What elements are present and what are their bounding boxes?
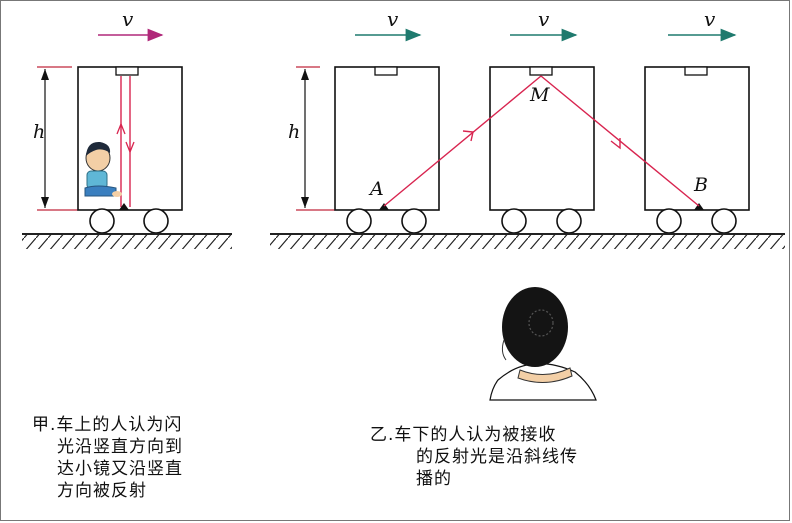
- caption-left-line-1: 甲.车上的人认为闪: [32, 415, 183, 435]
- caption-left-line-3: 达小镜又沿竖直: [57, 459, 183, 479]
- right-scene: v v v h: [270, 7, 785, 249]
- mirror: [684, 66, 708, 76]
- train-car-2: [489, 66, 595, 234]
- wheel: [556, 208, 582, 234]
- velocity-arrow-2: v: [510, 7, 578, 42]
- point-b-label: B: [693, 174, 708, 196]
- caption-left-line-2: 光沿竖直方向到: [57, 437, 183, 457]
- wheel: [711, 208, 737, 234]
- wheel: [346, 208, 372, 234]
- velocity-label: v: [387, 7, 399, 31]
- height-dimension-left: h: [33, 66, 78, 211]
- velocity-label: v: [122, 7, 134, 31]
- train-car-3: [644, 66, 750, 234]
- flash-source: [119, 203, 129, 210]
- point-m-label: M: [529, 84, 550, 106]
- ray-arrow: [610, 138, 621, 150]
- seated-observer: [84, 141, 122, 197]
- velocity-arrow-3: v: [668, 7, 737, 42]
- light-path: [383, 75, 700, 207]
- mirror: [529, 66, 553, 76]
- height-label: h: [288, 121, 300, 143]
- ground-observer: [489, 287, 597, 401]
- velocity-arrow-1: v: [355, 7, 422, 42]
- wheel: [656, 208, 682, 234]
- caption-right-line-2: 的反射光是沿斜线传: [416, 447, 578, 467]
- caption-right: 乙.车下的人认为被接收 的反射光是沿斜线传 播的: [370, 424, 578, 490]
- mirror: [115, 66, 139, 76]
- left-scene: v h: [22, 7, 232, 249]
- velocity-label: v: [704, 7, 716, 31]
- ground-right: [270, 235, 785, 249]
- wheel: [501, 208, 527, 234]
- wheel: [143, 208, 169, 234]
- velocity-label: v: [538, 7, 550, 31]
- point-a-label: A: [368, 178, 384, 200]
- height-dimension-right: h: [288, 66, 335, 211]
- caption-left-marker: 甲.: [32, 415, 57, 435]
- train-car-1: [334, 66, 440, 234]
- wheel: [401, 208, 427, 234]
- mirror: [374, 66, 398, 76]
- caption-left: 甲.车上的人认为闪 光沿竖直方向到 达小镜又沿竖直 方向被反射: [32, 414, 183, 502]
- flash-source: [379, 203, 389, 210]
- train-car-left: [77, 66, 183, 234]
- detector: [694, 203, 704, 210]
- velocity-arrow-left: v: [98, 7, 164, 42]
- height-label: h: [33, 121, 45, 143]
- ground-left: [22, 235, 232, 249]
- caption-right-marker: 乙.: [370, 425, 395, 445]
- caption-right-line-3: 播的: [416, 469, 452, 489]
- caption-left-line-4: 方向被反射: [57, 481, 147, 501]
- caption-right-line-1: 乙.车下的人认为被接收: [370, 425, 557, 445]
- wheel: [89, 208, 115, 234]
- ray-arrow: [462, 130, 474, 142]
